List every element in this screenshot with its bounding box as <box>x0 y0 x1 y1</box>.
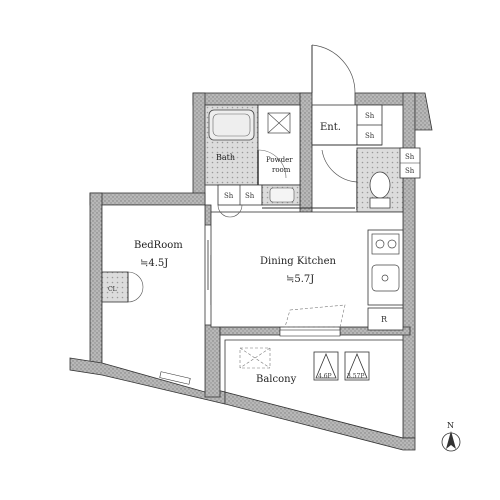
north-arrow-icon <box>446 431 456 449</box>
hall-shelf-left-label: Sh <box>224 192 234 200</box>
entrance-label: Ent. <box>320 122 341 133</box>
bedroom-size-label: ≒4.5J <box>140 258 168 269</box>
dk-area <box>210 204 404 337</box>
closet-label: CL <box>108 286 117 293</box>
walls <box>69 92 433 451</box>
bath-area <box>204 104 301 206</box>
entrance-area <box>311 44 421 213</box>
balcony-label: Balcony <box>256 374 297 385</box>
dk-size-label: ≒5.7J <box>286 274 314 285</box>
bath-label: Bath <box>216 153 235 162</box>
dk-label: Dining Kitchen <box>260 256 337 267</box>
powder-room-label-2: room <box>272 166 291 174</box>
toilet-shelf-upper-label: Sh <box>405 153 415 161</box>
north-compass: N <box>441 421 461 452</box>
shoe-shelf-upper-label: Sh <box>365 112 375 120</box>
bedroom-label: BedRoom <box>134 240 183 251</box>
powder-room-label-1: Powder <box>266 156 293 164</box>
fridge-label: R <box>381 315 388 324</box>
shoe-shelf-lower-label: Sh <box>365 132 375 140</box>
hatch-right-label: 3.57P <box>347 373 364 380</box>
north-label: N <box>447 421 454 430</box>
balcony-area <box>224 339 404 439</box>
hatch-left-label: 4.6P <box>318 373 332 380</box>
toilet-shelf-lower-label: Sh <box>405 167 415 175</box>
hall-shelf-right-label: Sh <box>245 192 255 200</box>
bedroom-area <box>101 204 212 393</box>
